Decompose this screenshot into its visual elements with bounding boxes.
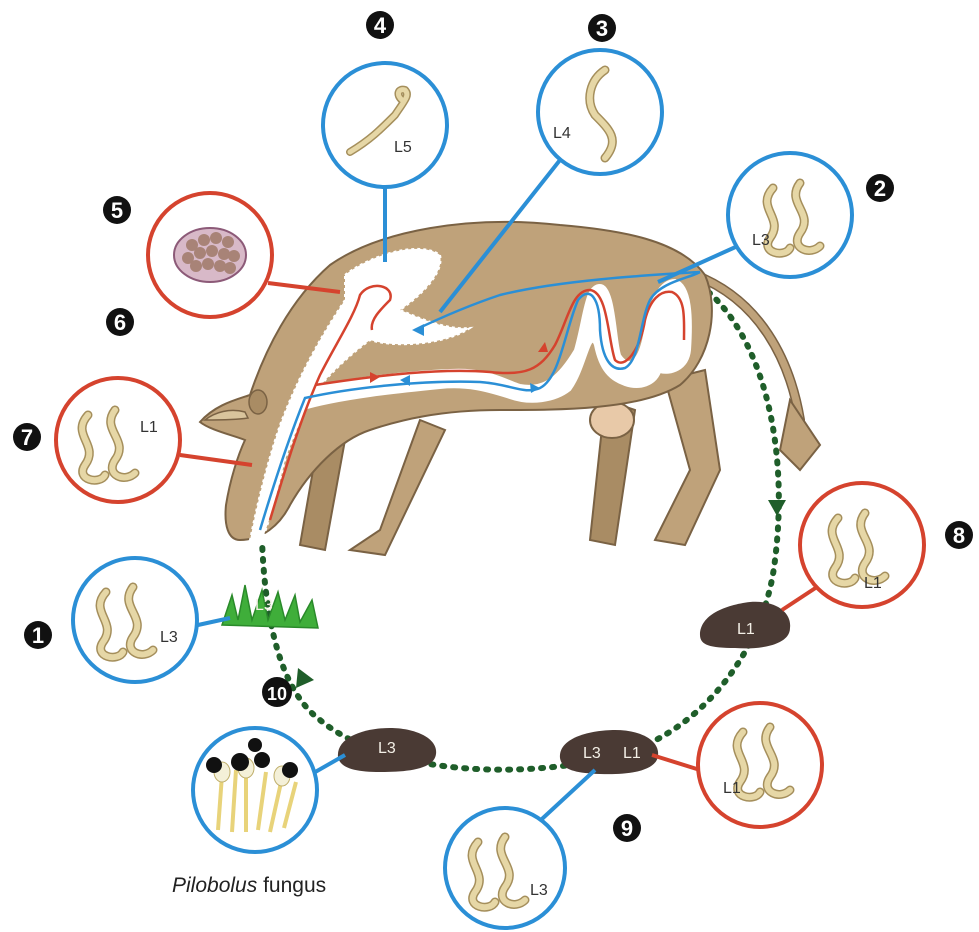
dung-8-label: L1 [737,621,755,638]
svg-text:1: 1 [32,623,44,648]
circle-4-label: L5 [394,139,412,156]
circle-9b-label: L3 [530,882,548,899]
step-marker-8: 8 [945,521,973,549]
svg-text:7: 7 [21,425,33,450]
step-marker-2: 2 [866,174,894,202]
stage-circle-9-l1: L1 [698,703,822,827]
circle-1-label: L3 [160,629,178,646]
svg-text:9: 9 [621,816,633,841]
dung-9-label-l3: L3 [583,745,601,762]
svg-text:2: 2 [874,176,886,201]
step-marker-10: 10 [262,677,292,707]
svg-text:3: 3 [596,16,608,41]
step-marker-5: 5 [103,196,131,224]
dung-pat-9: L3 L1 [560,730,658,774]
circle-8-label: L1 [864,575,882,592]
circle-9a-label: L1 [723,780,741,797]
grass-tuft: L3 [222,585,318,628]
svg-text:8: 8 [953,523,965,548]
stage-circle-7: L1 [56,378,180,502]
circle-3-label: L4 [553,125,571,142]
svg-text:10: 10 [267,684,287,704]
svg-text:4: 4 [374,13,387,38]
step-marker-3: 3 [588,14,616,42]
dung-pat-8: L1 [700,602,790,649]
grass-label: L3 [255,597,273,614]
stage-circle-pilobolus [193,728,317,852]
stage-circle-8: L1 [800,483,924,607]
svg-text:6: 6 [114,310,126,335]
stage-circle-2: L3 [728,153,852,277]
step-marker-7: 7 [13,423,41,451]
circle-7-label: L1 [140,419,158,436]
dung-pat-10: L3 [338,728,436,772]
connector-9a [652,755,700,770]
step-marker-6: 6 [106,308,134,336]
stage-circle-3: L4 [538,50,662,174]
cycle-arrow-down [768,500,786,516]
step-marker-9: 9 [613,814,641,842]
dung-9-label-l1: L1 [623,745,641,762]
cycle-arrow-up [296,668,314,688]
step-marker-4: 4 [366,11,394,39]
stage-circle-1: L3 [73,558,197,682]
pilobolus-caption: Pilobolus fungus [172,874,326,897]
stage-circle-5 [148,193,272,317]
stage-circle-4: L5 [323,63,447,187]
circle-2-label: L3 [752,232,770,249]
step-marker-1: 1 [24,621,52,649]
connector-8 [782,585,820,610]
svg-text:5: 5 [111,198,123,223]
stage-circle-9-l3: L3 [445,808,565,928]
dung-10-label: L3 [378,740,396,757]
